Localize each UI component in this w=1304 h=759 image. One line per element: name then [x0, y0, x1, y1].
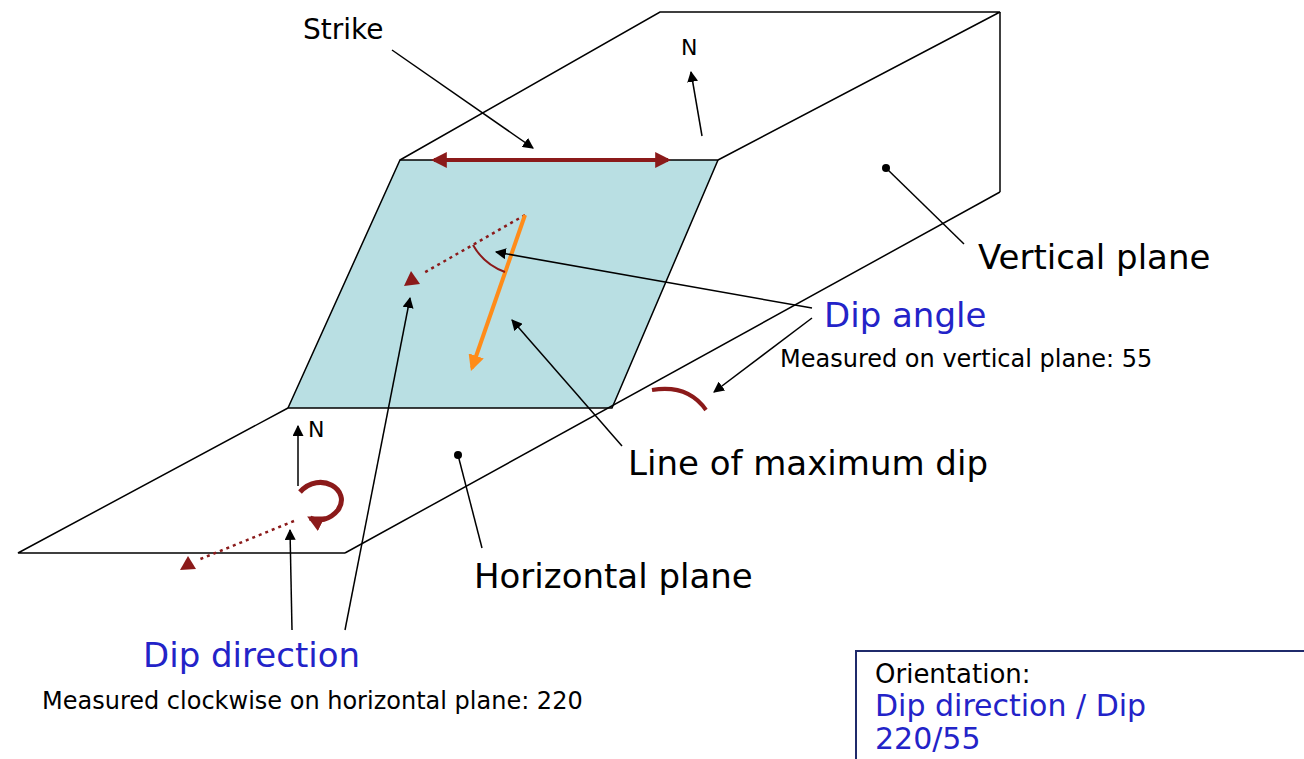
- part-label: Strike: [303, 14, 384, 46]
- term-label: Dip direction: [143, 636, 360, 675]
- inclined-plane: [288, 160, 718, 408]
- orientation-box: Orientation:Dip direction / Dip220/55: [855, 650, 1304, 759]
- note-label: Measured clockwise on horizontal plane: …: [42, 688, 583, 716]
- term-label: Dip angle: [822, 296, 988, 335]
- north-arrow: [691, 72, 702, 136]
- leader-line: [458, 455, 482, 548]
- leader-line: [886, 168, 964, 244]
- dip-direction-marker: [180, 556, 196, 570]
- block-edge: [999, 12, 1001, 192]
- dip-angle-arc: [473, 245, 505, 272]
- leader-line: [345, 298, 410, 630]
- max-dip-arrow: [472, 215, 525, 368]
- north-label: N: [308, 417, 324, 442]
- lower-block-outline: [18, 408, 345, 553]
- part-label: Line of maximum dip: [628, 444, 988, 483]
- box-text: 220/55: [875, 722, 1304, 755]
- note-label: Measured on vertical plane: 55: [780, 346, 1152, 374]
- box-heading: Orientation:: [875, 660, 1304, 689]
- box-text: Dip direction / Dip: [875, 689, 1304, 722]
- part-label: Vertical plane: [978, 238, 1210, 277]
- leader-line: [512, 320, 622, 446]
- leader-line: [392, 50, 533, 148]
- dip-angle-arc: [652, 389, 706, 410]
- upper-block-outline: [400, 12, 1000, 160]
- clockwise-arrow: [300, 482, 341, 520]
- leader-line: [290, 530, 292, 630]
- dip-direction-line: [198, 521, 294, 560]
- north-arrow: [297, 426, 299, 486]
- part-label: Horizontal plane: [474, 557, 753, 596]
- leader-line: [496, 252, 812, 308]
- north-label: N: [681, 35, 697, 60]
- strike-arrow: [434, 158, 668, 162]
- dip-direction-marker: [404, 271, 420, 286]
